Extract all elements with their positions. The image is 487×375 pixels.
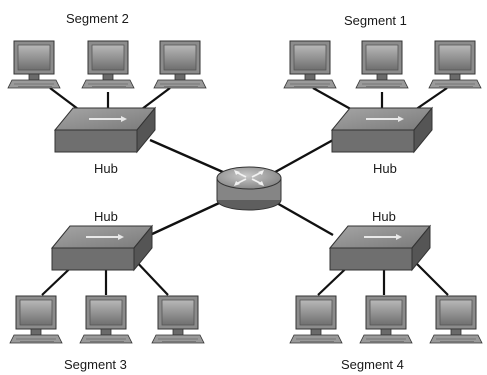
segment-1-label: Segment 1: [344, 13, 407, 28]
segment-2-label: Segment 2: [66, 11, 129, 26]
hub-icon: [51, 225, 153, 271]
hub-label: Hub: [94, 161, 118, 176]
computer-icon: [81, 40, 135, 89]
link-hub-tl-router: [149, 138, 233, 178]
computer-icon: [79, 295, 133, 344]
link-hub-bl-router: [149, 196, 231, 237]
computer-icon: [153, 40, 207, 89]
computer-icon: [9, 295, 63, 344]
computer-icon: [7, 40, 61, 89]
computer-icon: [428, 40, 482, 89]
computer-icon: [289, 295, 343, 344]
segment-4-label: Segment 4: [341, 357, 404, 372]
hub-label: Hub: [94, 209, 118, 224]
link-hub-tr-router: [267, 138, 334, 178]
computer-icon: [429, 295, 483, 344]
computer-icon: [283, 40, 337, 89]
computer-icon: [151, 295, 205, 344]
hub-icon: [329, 225, 431, 271]
segment-3-label: Segment 3: [64, 357, 127, 372]
router-icon: [216, 166, 282, 211]
hub-icon: [54, 107, 156, 153]
hub-label: Hub: [373, 161, 397, 176]
computer-icon: [355, 40, 409, 89]
computer-icon: [359, 295, 413, 344]
hub-icon: [331, 107, 433, 153]
hub-label: Hub: [372, 209, 396, 224]
